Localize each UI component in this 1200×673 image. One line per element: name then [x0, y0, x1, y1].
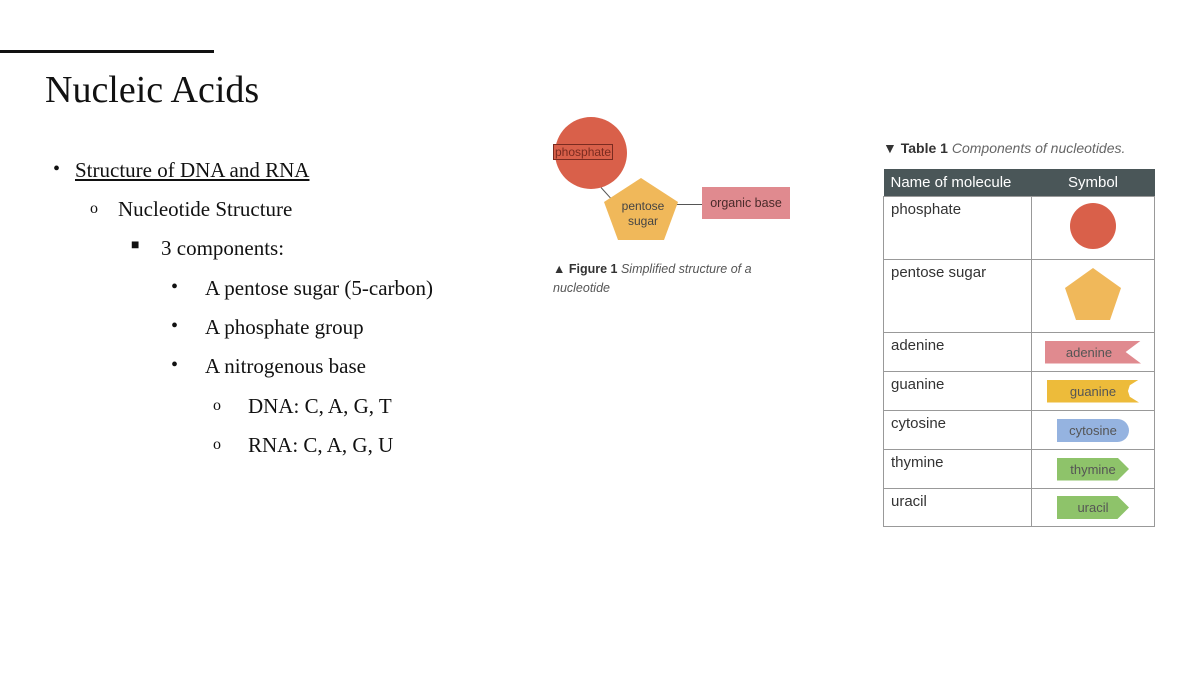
- symbol-cell: cytosine: [1031, 410, 1155, 450]
- bullet-marker: ■: [131, 238, 140, 253]
- caption-text: Components of nucleotides.: [951, 140, 1126, 156]
- table-caption: ▼ Table 1 Components of nucleotides.: [883, 140, 1125, 156]
- bullet-text: A pentose sugar (5-carbon): [205, 276, 434, 300]
- header-symbol: Symbol: [1031, 169, 1155, 197]
- uracil-symbol: uracil: [1057, 496, 1129, 519]
- pentose-label: pentose sugar: [621, 199, 665, 228]
- bullet-text: DNA: C, A, G, T: [248, 394, 392, 418]
- molecule-name: thymine: [883, 449, 1032, 489]
- molecule-name: uracil: [883, 488, 1032, 527]
- molecule-name: guanine: [883, 371, 1032, 411]
- phosphate-label: phosphate: [553, 144, 614, 160]
- title-rule: [0, 50, 214, 53]
- table-header-row: Name of molecule Symbol: [883, 169, 1155, 197]
- organic-base-box: organic base: [702, 187, 790, 219]
- molecule-name: pentose sugar: [883, 259, 1032, 333]
- table-row: adenine adenine: [883, 332, 1155, 372]
- table-row: phosphate: [883, 196, 1155, 260]
- table-row: guanine guanine: [883, 371, 1155, 411]
- bullet-marker: o: [90, 200, 98, 217]
- symbol-cell: thymine: [1031, 449, 1155, 489]
- nucleotide-figure: phosphate pentose sugar organic base ▲ F…: [545, 115, 805, 305]
- bullet-marker: •: [53, 158, 61, 180]
- bullet-text: 3 components:: [161, 236, 285, 260]
- bullet-text: RNA: C, A, G, U: [248, 433, 394, 457]
- symbol-cell: uracil: [1031, 488, 1155, 527]
- table-row: thymine thymine: [883, 449, 1155, 489]
- phosphate-symbol: [1070, 203, 1116, 249]
- figure-caption: ▲ Figure 1 Simplified structure of a nuc…: [553, 260, 793, 298]
- bullet-text: Structure of DNA and RNA: [75, 158, 310, 182]
- connector-line: [672, 204, 702, 205]
- symbol-cell: [1031, 259, 1155, 333]
- table-row: pentose sugar: [883, 259, 1155, 333]
- bullet-text: A phosphate group: [205, 315, 364, 339]
- thymine-symbol: thymine: [1057, 457, 1129, 481]
- guanine-symbol: guanine: [1047, 379, 1139, 403]
- caption-label: ▼ Table 1: [883, 140, 948, 156]
- symbol-cell: adenine: [1031, 332, 1155, 372]
- symbol-cell: guanine: [1031, 371, 1155, 411]
- cytosine-symbol: cytosine: [1057, 418, 1129, 442]
- table-row: uracil uracil: [883, 488, 1155, 527]
- caption-text: Simplified structure of a nucleotide: [553, 262, 752, 295]
- molecule-name: adenine: [883, 332, 1032, 372]
- pentose-symbol: [1065, 268, 1121, 320]
- symbol-cell: [1031, 196, 1155, 260]
- molecule-name: phosphate: [883, 196, 1032, 260]
- bullet-marker: o: [213, 397, 221, 414]
- table-row: cytosine cytosine: [883, 410, 1155, 450]
- bullet-marker: •: [171, 354, 179, 376]
- bullet-marker: o: [213, 436, 221, 453]
- slide-title: Nucleic Acids: [45, 69, 260, 111]
- adenine-symbol: adenine: [1045, 340, 1141, 364]
- bullet-text: Nucleotide Structure: [118, 197, 293, 221]
- pentose-pentagon: [604, 178, 678, 240]
- bullet-marker: •: [171, 315, 179, 337]
- components-table: Name of molecule Symbol phosphate pentos…: [883, 169, 1155, 527]
- bullet-marker: •: [171, 276, 179, 298]
- bullet-text: A nitrogenous base: [205, 354, 366, 378]
- caption-label: ▲ Figure 1: [553, 262, 618, 276]
- molecule-name: cytosine: [883, 410, 1032, 450]
- header-name: Name of molecule: [883, 169, 1032, 197]
